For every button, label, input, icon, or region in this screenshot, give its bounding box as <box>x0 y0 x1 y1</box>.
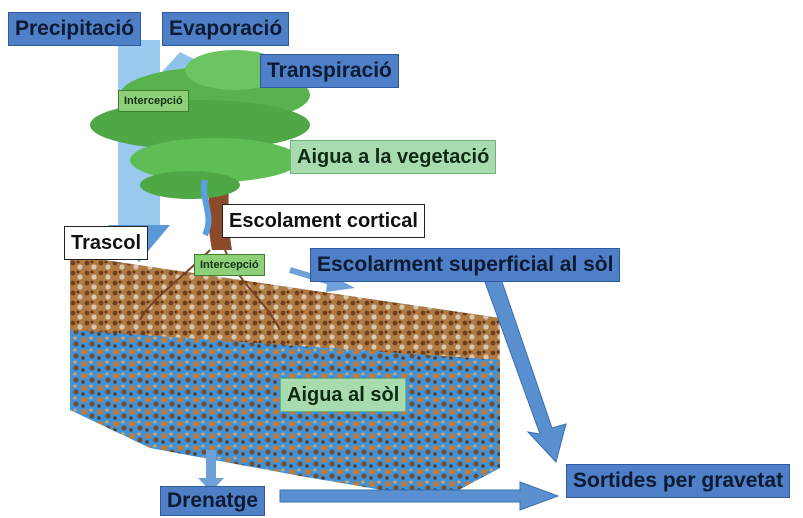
label-drenatge: Drenatge <box>160 486 265 516</box>
label-intercepcio-ground: Intercepció <box>194 254 265 276</box>
label-trascol: Trascol <box>64 226 148 260</box>
label-escolament-cortical: Escolament cortical <box>222 204 425 238</box>
label-evaporacio: Evaporació <box>162 12 289 46</box>
label-precipitacio: Precipitació <box>8 12 141 46</box>
label-aigua-sol: Aigua al sòl <box>280 378 406 412</box>
label-sortides: Sortides per gravetat <box>566 464 790 498</box>
label-intercepcio-top: Intercepció <box>118 90 189 112</box>
label-transpiracio: Transpiració <box>260 54 399 88</box>
label-aigua-vegetacio: Aigua a la vegetació <box>290 140 496 174</box>
label-escolament-superficial: Escolarment superficial al sòl <box>310 248 620 282</box>
